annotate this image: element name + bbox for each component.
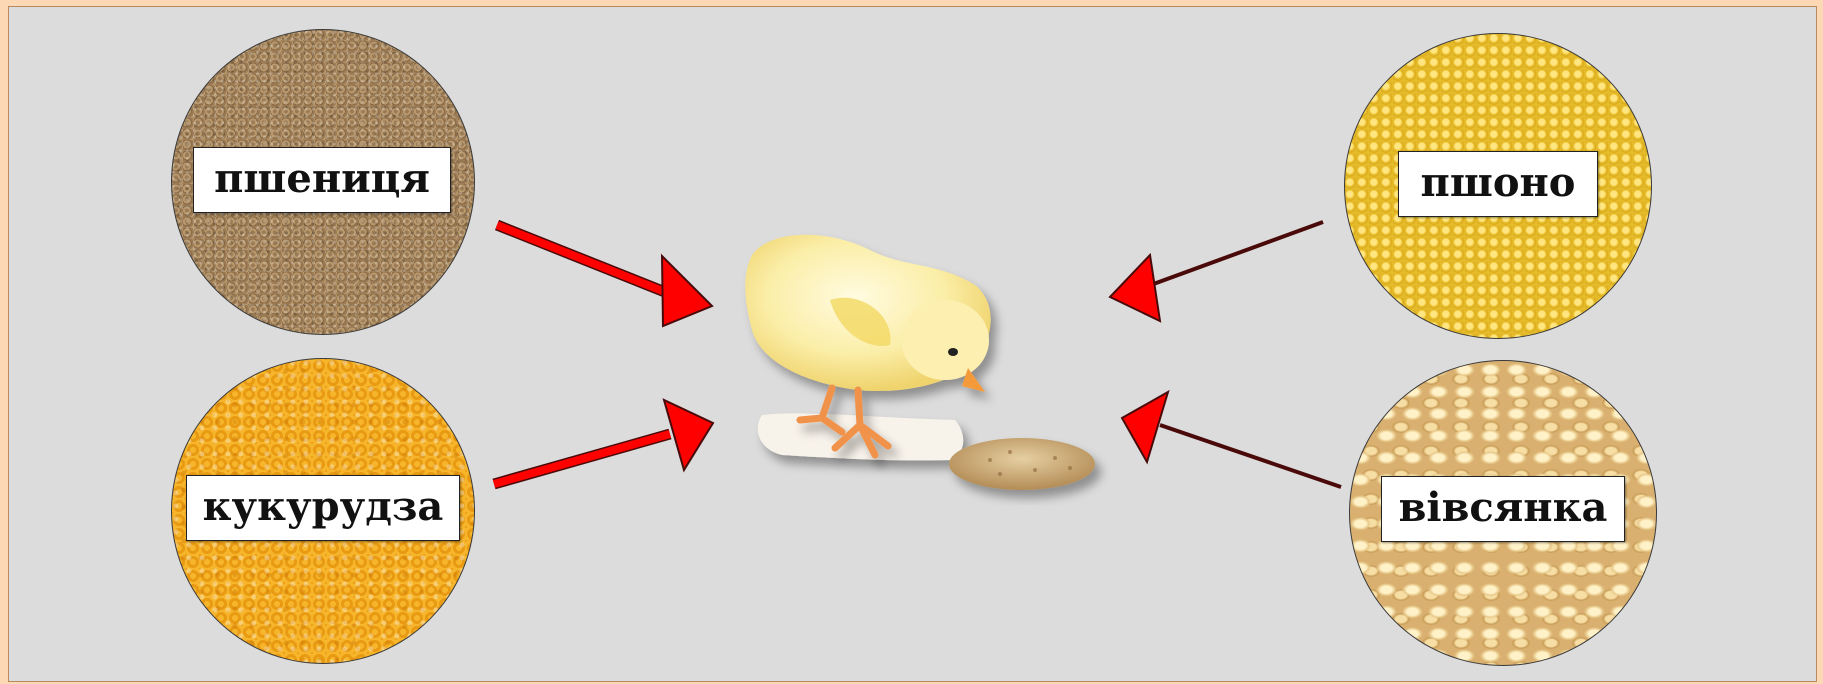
arrow-wheat-icon [497,225,712,326]
arrow-millet-icon [1110,222,1323,321]
arrow-corn-icon [494,400,713,484]
arrow-oats-icon [1122,392,1341,487]
chick-eating-icon [758,413,1095,490]
